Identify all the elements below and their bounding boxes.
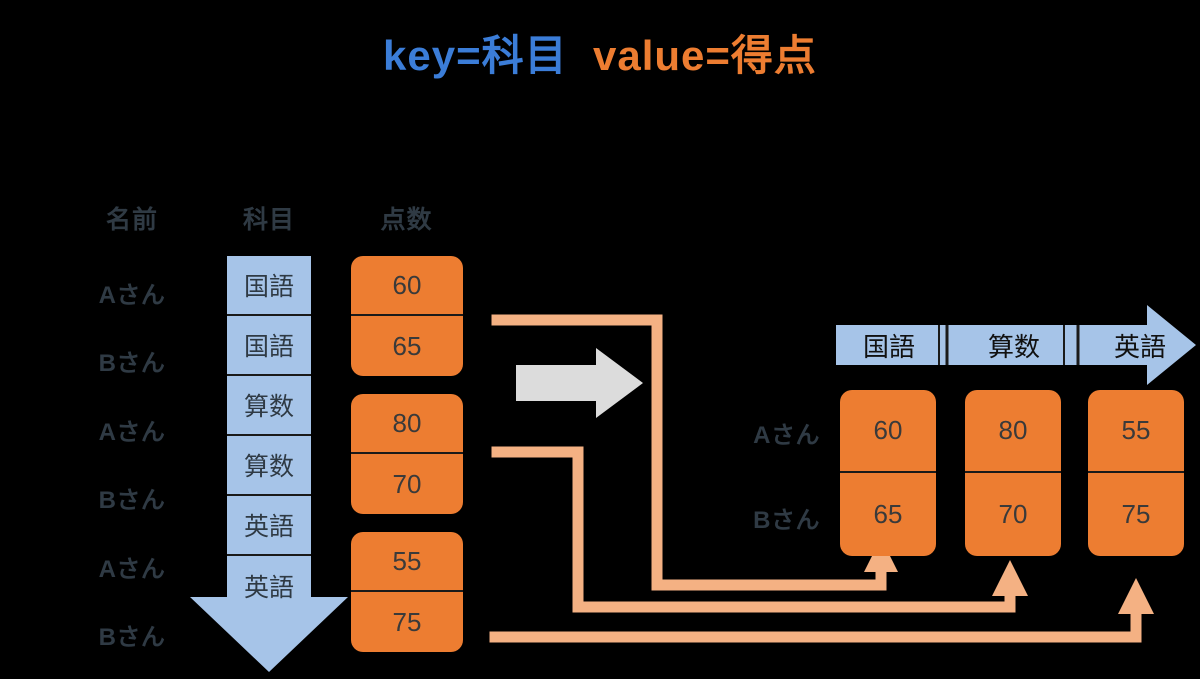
source-name-cell: Aさん: [98, 419, 166, 446]
source-header-name: 名前: [105, 206, 158, 234]
title-value-part: value=得点: [593, 32, 817, 79]
pivot-column-header: 算数: [965, 325, 1065, 365]
pivot-value-cell: 65: [873, 499, 903, 529]
source-subject-cell: 英語: [243, 574, 294, 602]
right-arrow-icon: [516, 348, 643, 418]
source-score-pair: 80 70: [351, 394, 463, 514]
source-subject-cell: 英語: [227, 496, 311, 556]
source-name-cell: Bさん: [98, 487, 166, 514]
elbow-connector-kokugo: [491, 314, 887, 591]
pivot-value-column: 60 65: [840, 390, 936, 556]
pivot-value-cell: 70: [998, 499, 1028, 529]
page-title: key=科目 value=得点: [0, 22, 1200, 83]
pivot-value-cell: 55: [1088, 390, 1184, 473]
source-name-cell: Aさん: [98, 282, 166, 309]
elbow-connector-eigo: [489, 594, 1142, 643]
source-score-cell: 80: [351, 394, 463, 454]
pivot-value-cell: 75: [1121, 499, 1151, 529]
up-arrowhead-icon: [1118, 578, 1154, 614]
source-score-cell: 70: [392, 468, 422, 499]
pivot-column-header: 国語: [840, 325, 940, 365]
source-name-cell: Bさん: [98, 350, 166, 377]
title-gap: [568, 32, 593, 79]
source-score-pair: 60 65: [351, 256, 463, 376]
source-score-cell: 75: [392, 606, 422, 637]
source-subject-cell: 算数: [227, 376, 311, 436]
up-arrowhead-icon: [992, 560, 1028, 596]
pivot-column-header: 英語: [1113, 331, 1166, 362]
source-score-cell: 65: [392, 330, 422, 361]
pivot-row-label: Aさん: [753, 422, 820, 449]
source-header-score: 点数: [380, 206, 433, 234]
source-score-cell: 60: [351, 256, 463, 316]
pivot-value-cell: 60: [840, 390, 936, 473]
pivot-value-cell: 80: [965, 390, 1061, 473]
title-key-part: key=科目: [383, 32, 568, 79]
source-name-cell: Bさん: [98, 624, 166, 651]
source-score-cell: 55: [351, 532, 463, 592]
source-score-pair: 55 75: [351, 532, 463, 652]
source-subject-cell: 国語: [227, 256, 311, 316]
source-header-subject: 科目: [242, 206, 295, 234]
pivot-value-column: 80 70: [965, 390, 1061, 556]
source-subject-cell: 算数: [227, 436, 311, 496]
source-name-cell: Aさん: [98, 556, 166, 583]
source-subject-cell: 国語: [227, 316, 311, 376]
pivot-value-column: 55 75: [1088, 390, 1184, 556]
pivot-row-label: Bさん: [753, 507, 820, 534]
